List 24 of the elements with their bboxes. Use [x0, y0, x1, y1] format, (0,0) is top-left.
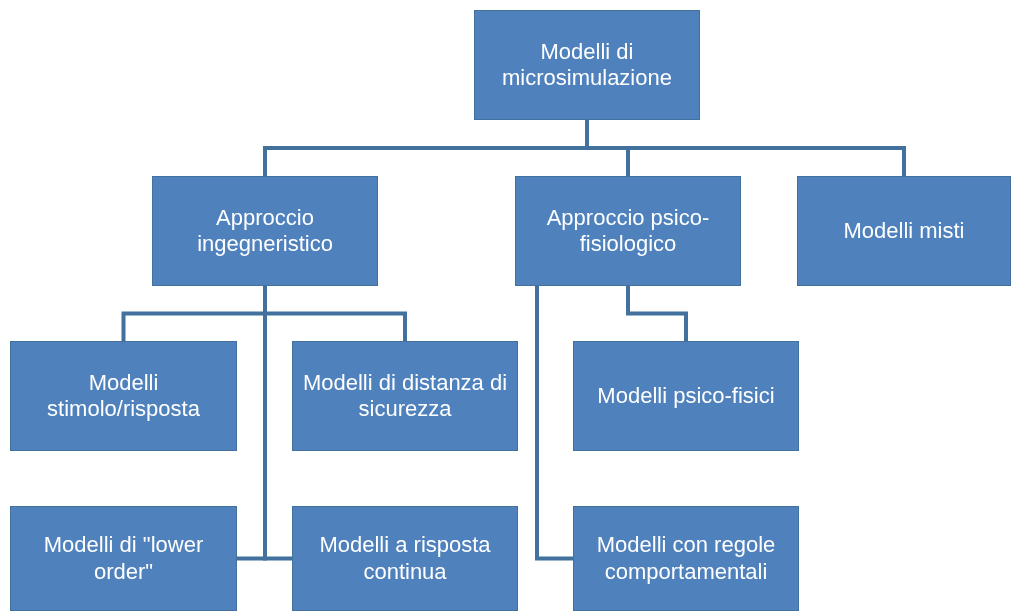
process-box — [474, 10, 700, 120]
box-label: Modelli stimolo/risposta — [46, 369, 201, 423]
process-box — [10, 341, 237, 451]
process-box — [292, 341, 518, 451]
process-box — [797, 176, 1011, 286]
box-label: Modelli con regole comportamentali — [595, 532, 777, 585]
box-label: Modelli misti — [843, 217, 965, 245]
connector-line — [626, 286, 688, 341]
process-box — [152, 176, 378, 286]
box-label: Modelli a risposta continua — [318, 532, 492, 585]
connector-line — [263, 286, 292, 561]
box-label: Modelli di microsimulazione — [501, 38, 673, 92]
connector-line — [535, 286, 573, 561]
box-label: Modelli di distanza di sicurezza — [301, 369, 509, 423]
box-label: Modelli psico-fisici — [597, 382, 775, 410]
box-label: Approccio psico-fisiologico — [545, 204, 711, 258]
box-label: Approccio ingegneristico — [196, 204, 334, 258]
process-box — [515, 176, 741, 286]
process-box — [573, 506, 799, 611]
connector-line — [585, 120, 906, 176]
process-box — [573, 341, 799, 451]
process-box — [292, 506, 518, 611]
box-label: Modelli di "lower order" — [42, 532, 205, 585]
process-box — [10, 506, 237, 611]
